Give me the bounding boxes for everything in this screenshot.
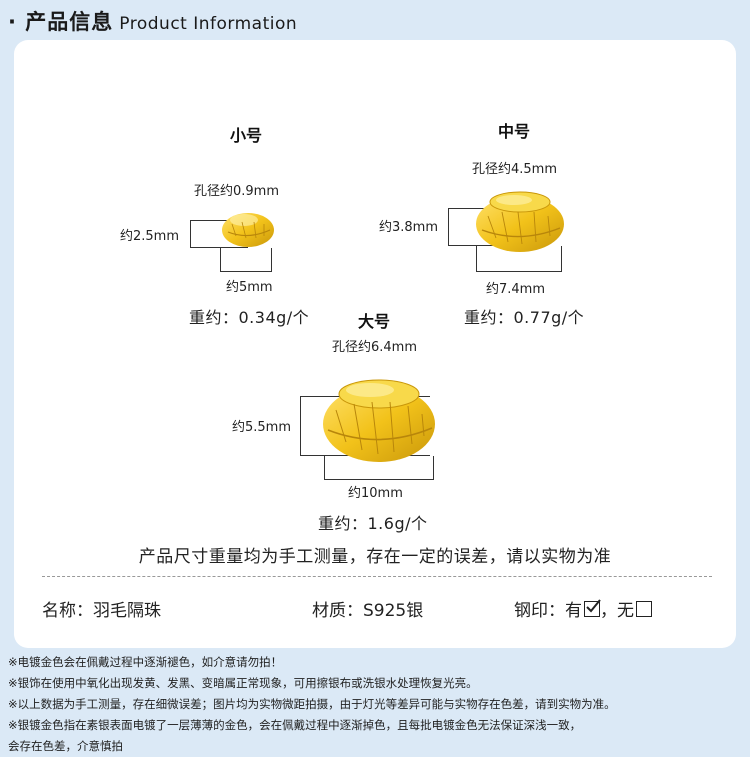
footer-note: ※电镀金色会在佩戴过程中逐渐褪色，如介意请勿拍！ — [8, 655, 283, 669]
medium-bead-image — [476, 191, 564, 252]
stamp-yes-checkbox — [584, 599, 601, 617]
large-height-label: 约5.5mm — [232, 420, 292, 435]
small-height-bracket — [190, 220, 248, 248]
section-title: · 产品信息 — [8, 10, 114, 34]
section-header: · 产品信息 Product Information — [8, 6, 297, 38]
large-size-title: 大号 — [358, 312, 391, 331]
footer-note: ※银镀金色指在素银表面电镀了一层薄薄的金色，会在佩戴过程中逐渐掉色，且每批电镀金… — [8, 718, 582, 732]
product-name: 名称：羽毛隔珠 — [42, 601, 161, 621]
medium-height-label: 约3.8mm — [379, 220, 439, 235]
footer-note: ※银饰在使用中氧化出现发黄、发黑、变暗属正常现象，可用擦银布或洗银水处理恢复光亮… — [8, 676, 478, 690]
section-title-en: Product Information — [119, 14, 298, 34]
medium-weight: 重约：0.77g/个 — [464, 308, 585, 327]
large-bead-image — [323, 379, 435, 462]
stamp-no-checkbox — [636, 601, 652, 617]
medium-width-label: 约7.4mm — [486, 282, 546, 297]
small-width-bracket — [220, 248, 272, 272]
product-material: 材质：S925银 — [312, 601, 424, 621]
measurement-note: 产品尺寸重量均为手工测量，存在一定的误差，请以实物为准 — [138, 547, 612, 567]
large-hole-label: 孔径约6.4mm — [332, 340, 418, 355]
small-bead-image — [222, 213, 274, 247]
footer-notes: ※电镀金色会在佩戴过程中逐渐褪色，如介意请勿拍！ ※银饰在使用中氧化出现发黄、发… — [8, 652, 744, 757]
check-icon — [586, 599, 601, 613]
small-hole-label: 孔径约0.9mm — [194, 184, 280, 199]
product-info-card: 小号 孔径约0.9mm 约2.5mm 约5mm 重约：0.34g/个 中号 孔径… — [14, 40, 736, 648]
small-weight: 重约：0.34g/个 — [189, 308, 310, 327]
small-width-label: 约5mm — [226, 280, 273, 295]
divider — [42, 576, 712, 577]
large-width-bracket — [324, 456, 434, 480]
stamp-no-label: ，无 — [600, 601, 634, 621]
medium-hole-label: 孔径约4.5mm — [472, 162, 558, 177]
large-weight: 重约：1.6g/个 — [318, 514, 428, 533]
stamp-label: 钢印：有 — [514, 601, 582, 621]
large-width-label: 约10mm — [348, 486, 403, 501]
small-height-label: 约2.5mm — [120, 229, 180, 244]
medium-size-title: 中号 — [498, 122, 531, 141]
small-size-title: 小号 — [230, 126, 263, 145]
medium-width-bracket — [476, 246, 562, 272]
footer-note: 会存在色差，介意慎拍 — [8, 739, 123, 753]
stamp-info: 钢印：有 ，无 — [514, 596, 652, 621]
footer-note: ※以上数据为手工测量，存在细微误差；图片均为实物微距拍摄，由于灯光等差异可能与实… — [8, 697, 616, 711]
